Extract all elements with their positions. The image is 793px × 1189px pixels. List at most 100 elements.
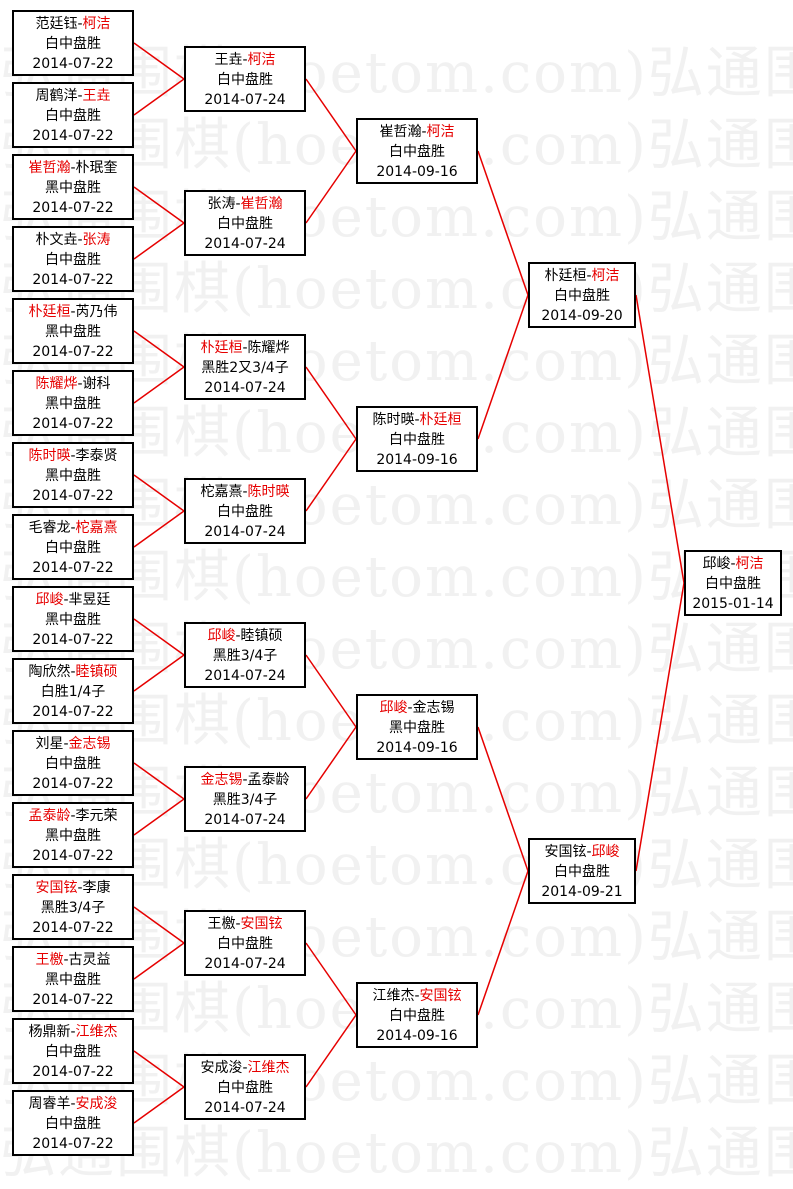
match-result: 白中盘胜 xyxy=(45,1116,101,1132)
player-a-name: 江维杰 xyxy=(372,988,415,1004)
match-date: 2014-07-22 xyxy=(32,1136,114,1152)
player-separator: - xyxy=(242,52,248,68)
player-separator: - xyxy=(242,1060,248,1076)
bracket-connector-line xyxy=(133,366,185,404)
player-a-name: 周鹤洋 xyxy=(35,88,78,104)
bracket-connector-line xyxy=(133,906,185,944)
match-result: 黑中盘胜 xyxy=(45,468,101,484)
match-date: 2014-07-24 xyxy=(204,524,286,540)
player-a-name: 崔哲瀚 xyxy=(28,160,71,176)
player-b-name: 金志锡 xyxy=(68,736,111,752)
match-date: 2014-09-16 xyxy=(376,452,458,468)
player-a-name: 朴廷桓 xyxy=(28,304,71,320)
match-players: 范廷钰-柯洁 xyxy=(14,14,132,34)
player-b-name: 邱峻 xyxy=(591,844,620,860)
player-a-name: 朴廷桓 xyxy=(544,268,587,284)
bracket-connector-line xyxy=(635,582,685,872)
player-a-name: 安国铉 xyxy=(544,844,587,860)
player-separator: - xyxy=(63,736,69,752)
player-b-name: 安成浚 xyxy=(75,1096,118,1112)
player-b-name: 谢科 xyxy=(82,376,111,392)
bracket-connector-line xyxy=(133,222,185,260)
match-players: 陈时暎-李泰贤 xyxy=(14,446,132,466)
player-a-name: 陈时暎 xyxy=(28,448,71,464)
player-b-name: 崔哲瀚 xyxy=(240,196,283,212)
player-separator: - xyxy=(235,628,241,644)
match-date: 2014-07-22 xyxy=(32,416,114,432)
match-result: 白中盘胜 xyxy=(45,756,101,772)
match-date: 2014-07-22 xyxy=(32,272,114,288)
match-result: 黑中盘胜 xyxy=(45,324,101,340)
match-date: 2014-07-24 xyxy=(204,812,286,828)
bracket-connector-line xyxy=(133,942,185,980)
match-date: 2014-09-16 xyxy=(376,164,458,180)
player-separator: - xyxy=(421,124,427,140)
player-b-name: 安国铉 xyxy=(419,988,462,1004)
match-date: 2014-09-21 xyxy=(541,884,623,900)
player-a-name: 王垚 xyxy=(214,52,243,68)
player-b-name: 柯洁 xyxy=(247,52,276,68)
bracket-connector-line xyxy=(305,942,357,1016)
match-result: 白中盘胜 xyxy=(389,432,445,448)
player-a-name: 柁嘉熹 xyxy=(200,484,243,500)
match-date: 2014-09-16 xyxy=(376,1028,458,1044)
player-separator: - xyxy=(63,592,69,608)
player-separator: - xyxy=(70,664,76,680)
player-a-name: 邱峻 xyxy=(35,592,64,608)
player-b-name: 王垚 xyxy=(82,88,111,104)
bracket-connector-line xyxy=(133,510,185,548)
match-players: 安国铉-李康 xyxy=(14,878,132,898)
player-separator: - xyxy=(586,268,592,284)
player-b-name: 金志锡 xyxy=(412,700,455,716)
match-date: 2014-07-22 xyxy=(32,56,114,72)
bracket-connector-line xyxy=(133,474,185,512)
player-a-name: 陈时暎 xyxy=(372,412,415,428)
player-separator: - xyxy=(70,304,76,320)
match-players: 江维杰-安国铉 xyxy=(358,986,476,1006)
match-players: 孟泰龄-李元荣 xyxy=(14,806,132,826)
player-separator: - xyxy=(77,376,83,392)
player-separator: - xyxy=(77,232,83,248)
player-b-name: 睦镇硕 xyxy=(240,628,283,644)
player-separator: - xyxy=(77,880,83,896)
match-result: 黑中盘胜 xyxy=(389,720,445,736)
match-players: 金志锡-孟泰龄 xyxy=(186,770,304,790)
match-players: 崔哲瀚-朴珉奎 xyxy=(14,158,132,178)
player-b-name: 朴廷桓 xyxy=(419,412,462,428)
player-b-name: 陈耀烨 xyxy=(247,340,290,356)
match-result: 白中盘胜 xyxy=(45,108,101,124)
player-a-name: 邱峻 xyxy=(207,628,236,644)
match-players: 安成浚-江维杰 xyxy=(186,1058,304,1078)
player-b-name: 陈时暎 xyxy=(247,484,290,500)
match-date: 2014-07-24 xyxy=(204,236,286,252)
bracket-connectors xyxy=(133,42,685,1124)
bracket-connector-line xyxy=(305,654,357,728)
match-result: 黑胜2又3/4子 xyxy=(201,360,289,376)
player-b-name: 柯洁 xyxy=(426,124,455,140)
match-players: 朴文垚-张涛 xyxy=(14,230,132,250)
match-players: 安国铉-邱峻 xyxy=(530,842,634,862)
player-a-name: 杨鼎新 xyxy=(28,1024,71,1040)
bracket-connector-line xyxy=(477,870,529,1016)
player-a-name: 刘星 xyxy=(35,736,64,752)
match-date: 2015-01-14 xyxy=(692,596,774,612)
player-b-name: 李元荣 xyxy=(75,808,118,824)
match-result: 白中盘胜 xyxy=(217,936,273,952)
player-b-name: 柁嘉熹 xyxy=(75,520,118,536)
match-date: 2014-07-24 xyxy=(204,668,286,684)
